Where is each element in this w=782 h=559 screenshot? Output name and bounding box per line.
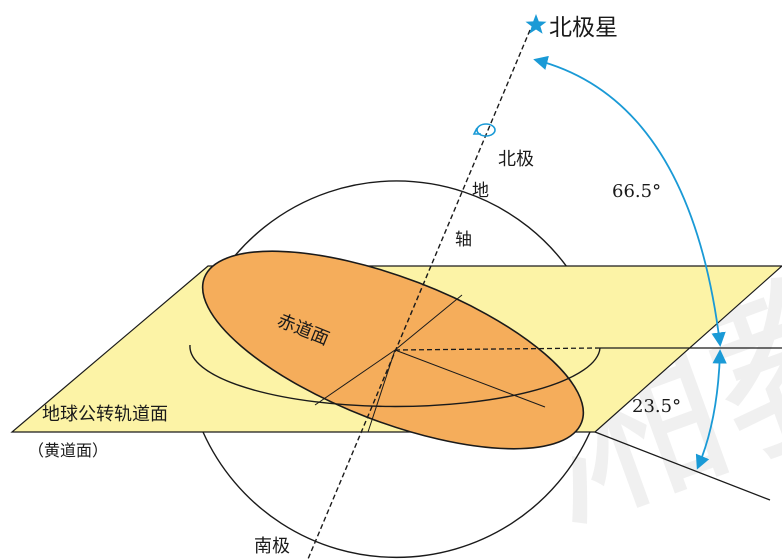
rotation-arrow-icon — [472, 123, 496, 137]
south-pole-label: 南极 — [254, 536, 290, 557]
angle-arc-66-5 — [533, 55, 726, 347]
north-pole-label: 北极 — [498, 149, 534, 170]
orbit-plane-label: 地球公转轨道面 — [42, 404, 168, 425]
ecliptic-label: （黄道面） — [28, 441, 108, 460]
axis-label-char-2: 轴 — [455, 230, 472, 250]
ellipse-front-arc — [189, 344, 601, 408]
equator-radius-2 — [394, 349, 546, 408]
polaris-label: 北极星 — [549, 15, 618, 41]
equator-extension-line — [594, 431, 771, 501]
angle-23-5-label: 23.5° — [632, 396, 681, 417]
star-icon — [525, 14, 547, 34]
axis-label-char-1: 地 — [472, 181, 489, 201]
equator-radius-3 — [314, 349, 396, 406]
orbit-reference-dashed — [394, 347, 601, 351]
angle-arc-23-5 — [695, 349, 727, 470]
earth-sphere-lower — [202, 431, 591, 559]
angle-66-5-label: 66.5° — [612, 181, 661, 202]
equator-radius-1 — [394, 294, 463, 351]
